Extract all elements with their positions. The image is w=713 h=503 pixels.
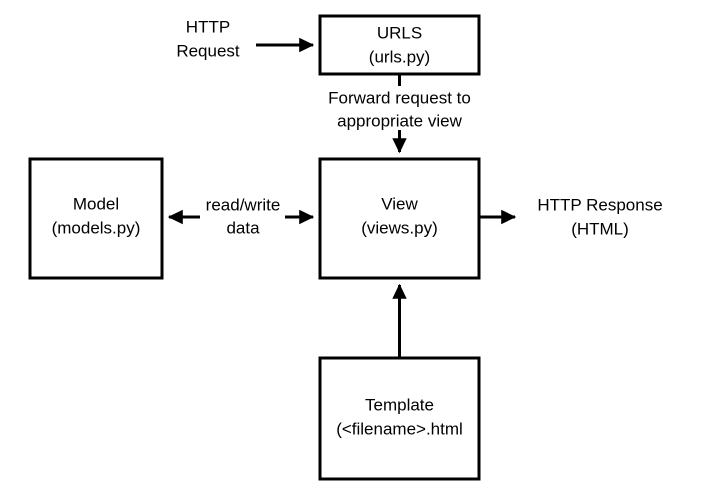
read-write-label-line2: data (226, 218, 260, 237)
view-box[interactable] (318, 157, 481, 280)
http-request-label: HTTP Request (176, 17, 240, 60)
forward-request-label: Forward request to appropriate view (315, 86, 485, 130)
urls-label-line2: (urls.py) (369, 47, 430, 66)
model-box[interactable] (28, 157, 164, 280)
model-node[interactable]: Model (models.py) (28, 157, 164, 280)
urls-label-line1: URLS (377, 23, 422, 42)
template-box[interactable] (318, 356, 481, 481)
template-label-line1: Template (365, 395, 434, 414)
http-response-label: HTTP Response (HTML) (537, 195, 662, 238)
view-node[interactable]: View (views.py) (318, 157, 481, 280)
http-response-label-line2: (HTML) (571, 219, 629, 238)
view-label-line1: View (381, 194, 418, 213)
forward-request-label-line1: Forward request to (328, 88, 471, 107)
http-request-label-line2: Request (176, 41, 240, 60)
http-response-label-line1: HTTP Response (537, 195, 662, 214)
urls-node[interactable]: URLS (urls.py) (318, 14, 481, 76)
view-label-line2: (views.py) (361, 218, 438, 237)
template-node[interactable]: Template (<filename>.html (318, 356, 481, 481)
template-label-line2: (<filename>.html (336, 419, 463, 438)
forward-request-label-backdrop (315, 86, 485, 130)
forward-request-label-line2: appropriate view (337, 111, 462, 130)
model-label-line1: Model (73, 194, 119, 213)
read-write-label-line1: read/write (206, 195, 281, 214)
model-label-line2: (models.py) (52, 218, 141, 237)
read-write-label: read/write data (206, 195, 281, 237)
http-request-label-line1: HTTP (186, 17, 230, 36)
